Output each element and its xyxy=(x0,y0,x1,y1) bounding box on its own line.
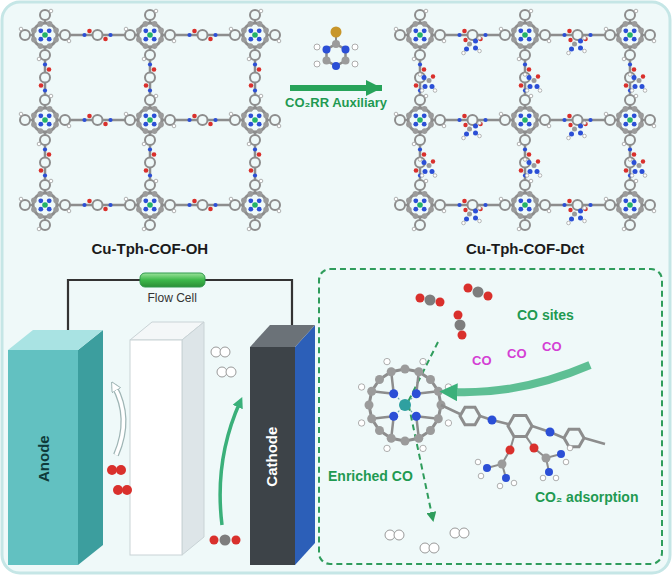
zoom-panel: CO sitesCO CO CO Enriched CO CO₂ adsorption xyxy=(318,268,663,565)
edge-label: CO₂RR Auxiliary xyxy=(285,96,387,111)
reaction-arrow xyxy=(290,85,382,91)
annotation: Enriched CO xyxy=(328,468,413,484)
electrode-label: Anode xyxy=(34,435,51,482)
plate-outline xyxy=(250,325,315,565)
annotation: CO sites xyxy=(517,307,574,323)
plate-face xyxy=(78,330,103,565)
structure-name: Cu-Tph-COF-OH xyxy=(92,240,209,257)
plate-outline xyxy=(8,330,103,565)
cell-molecules xyxy=(107,347,241,546)
plate-face xyxy=(250,347,295,565)
resistor-symbol xyxy=(140,273,205,287)
anode-plate: Anode xyxy=(8,330,103,565)
annotation: CO xyxy=(542,340,562,355)
annotation: CO xyxy=(507,347,527,362)
structure-name: Cu-Tph-COF-Dct xyxy=(466,240,584,257)
plate-face xyxy=(8,350,78,565)
catalyst-zoom xyxy=(358,284,605,554)
molecule-icon xyxy=(314,27,358,71)
electrode-label: Cathode xyxy=(263,426,280,486)
cathode-plate: Cathode xyxy=(250,325,315,565)
annotation: CO xyxy=(472,354,492,369)
cof-lattice xyxy=(394,9,656,231)
plate-face xyxy=(250,325,315,347)
membrane xyxy=(130,322,204,555)
plate-face xyxy=(295,325,315,565)
cof-structure: Cu-Tph-COF-Dct xyxy=(382,8,668,261)
cof-lattice xyxy=(19,9,281,231)
cof-structure: Cu-Tph-COF-OH xyxy=(10,8,290,261)
annotation: CO₂ adsorption xyxy=(535,489,638,505)
plate-face xyxy=(8,330,103,350)
edge-label: Flow Cell xyxy=(148,292,197,306)
